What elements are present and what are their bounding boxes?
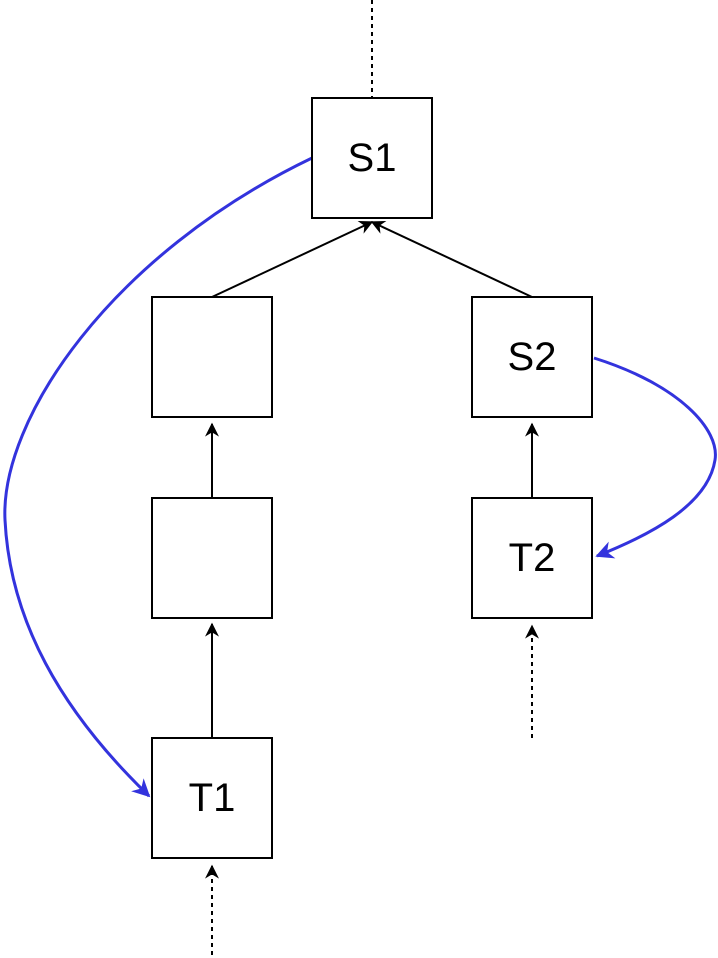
node-t1-label: T1 <box>189 776 236 820</box>
edge-s2-to-s1 <box>370 221 533 298</box>
edge-left-mid-upper-to-s1 <box>211 221 374 298</box>
node-t2-label: T2 <box>509 536 556 580</box>
node-t1: T1 <box>151 737 273 859</box>
curved-edge-s2-to-t2 <box>593 356 717 559</box>
node-s2: S2 <box>471 296 593 418</box>
node-s2-label: S2 <box>508 335 557 379</box>
node-s1-label: S1 <box>348 136 397 180</box>
node-s1: S1 <box>311 97 433 219</box>
node-t2: T2 <box>471 497 593 619</box>
curved-edge-s1-to-t1 <box>3 156 313 798</box>
node-left-mid-lower <box>151 497 273 619</box>
node-left-mid-upper <box>151 296 273 418</box>
